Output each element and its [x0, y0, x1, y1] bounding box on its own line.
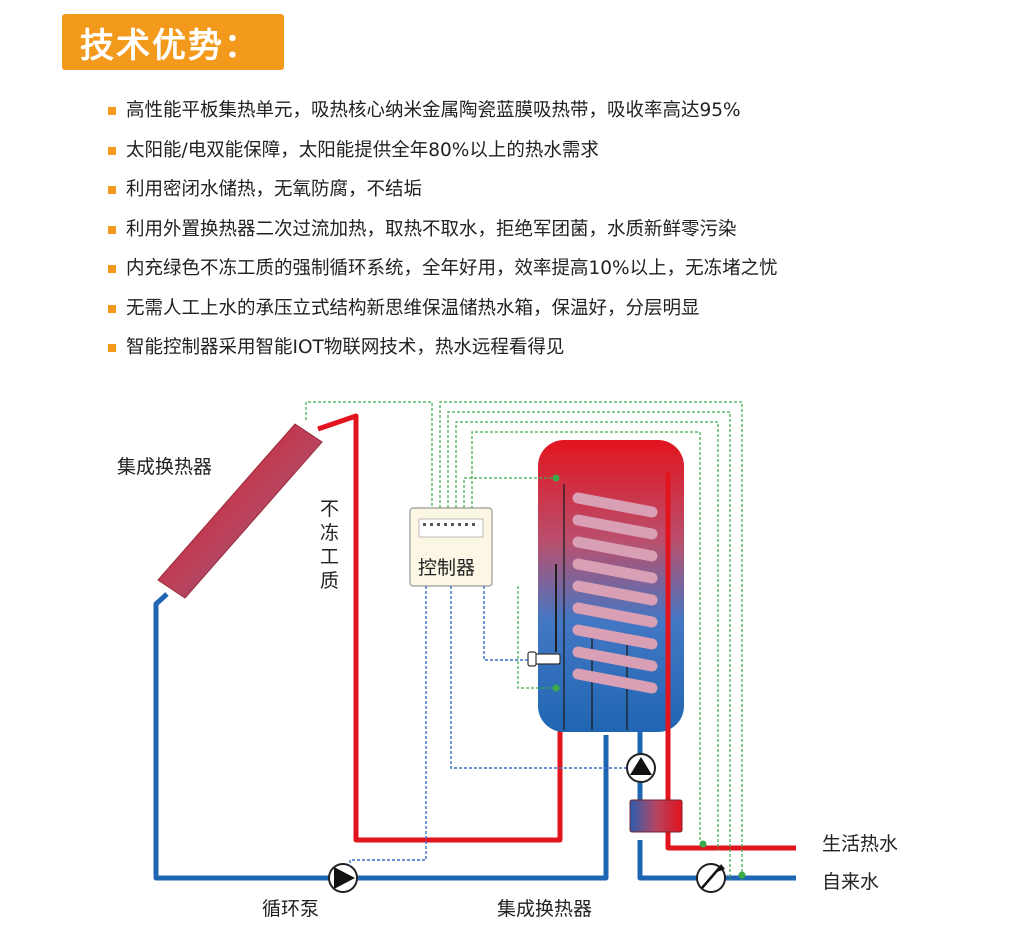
feature-text: 智能控制器采用智能IOT物联网技术，热水远程看得见	[126, 337, 565, 358]
feature-text: 无需人工上水的承压立式结构新思维保温储热水箱，保温好，分层明显	[126, 297, 700, 319]
fluid-label-char: 质	[320, 570, 339, 592]
solar-collector-panel	[157, 423, 323, 599]
feature-item: 利用外置换热器二次过流加热，取热不取水，拒绝军团菌，水质新鲜零污染	[108, 217, 778, 257]
feature-text: 利用外置换热器二次过流加热，取热不取水，拒绝军团菌，水质新鲜零污染	[126, 218, 737, 240]
bullet-square-icon	[108, 225, 116, 234]
section-title-badge: 技术优势：	[62, 14, 284, 70]
feature-item: 内充绿色不冻工质的强制循环系统，全年好用，效率提高10%以上，无冻堵之忧	[108, 256, 778, 296]
storage-tank	[538, 440, 684, 732]
feature-item: 利用密闭水储热，无氧防腐，不结垢	[108, 177, 778, 217]
bullet-square-icon	[108, 304, 116, 313]
feature-text: 高性能平板集热单元，吸热核心纳米金属陶瓷蓝膜吸热带，吸收率高达95%	[126, 100, 741, 121]
bullet-square-icon	[108, 107, 116, 115]
circulation-pump-icon	[328, 863, 358, 893]
heat-exchanger-coil	[563, 484, 658, 730]
sensor-signal-lines	[305, 401, 743, 880]
feature-item: 无需人工上水的承压立式结构新思维保温储热水箱，保温好，分层明显	[108, 296, 778, 336]
feature-text: 内充绿色不冻工质的强制循环系统，全年好用，效率提高10%以上，无冻堵之忧	[126, 258, 778, 279]
section-title: 技术优势：	[80, 25, 260, 66]
exchanger-label: 集成换热器	[497, 898, 592, 920]
hot-water-label: 生活热水	[822, 833, 898, 855]
controller-box	[409, 507, 493, 587]
bullet-square-icon	[108, 344, 116, 352]
bullet-square-icon	[108, 186, 116, 194]
fluid-label-char: 冻	[320, 522, 339, 544]
hot-supply-pipe	[317, 413, 563, 843]
controller-label: 控制器	[418, 557, 475, 579]
external-heat-exchanger	[629, 799, 683, 833]
tank-pump-icon	[626, 753, 656, 783]
feature-text: 利用密闭水储热，无氧防腐，不结垢	[126, 179, 423, 200]
fluid-label-char: 工	[320, 546, 339, 568]
domestic-hot-water-pipe	[665, 472, 796, 851]
feature-item: 高性能平板集热单元，吸热核心纳米金属陶瓷蓝膜吸热带，吸收率高达95%	[108, 98, 778, 138]
fluid-label-char: 不	[320, 498, 339, 520]
collector-label: 集成换热器	[117, 456, 212, 478]
feature-list: 高性能平板集热单元，吸热核心纳米金属陶瓷蓝膜吸热带，吸收率高达95% 太阳能/电…	[108, 98, 778, 375]
bullet-square-icon	[108, 265, 116, 273]
sensor-dots	[552, 474, 746, 879]
pump-label: 循环泵	[262, 898, 319, 920]
feature-text: 太阳能/电双能保障，太阳能提供全年80%以上的热水需求	[126, 139, 599, 161]
control-signal-lines	[349, 586, 626, 866]
tap-water-label: 自来水	[822, 871, 879, 893]
electric-heater-icon	[527, 564, 561, 667]
feature-item: 太阳能/电双能保障，太阳能提供全年80%以上的热水需求	[108, 138, 778, 178]
valve-gauge-icon	[696, 863, 726, 893]
feature-item: 智能控制器采用智能IOT物联网技术，热水远程看得见	[108, 335, 778, 375]
system-diagram: 集成换热器 不 冻 工 质 控制器 循环泵 集成换热器 生活热水 自来水	[117, 401, 898, 920]
cold-return-pipe	[153, 592, 609, 881]
bullet-square-icon	[108, 146, 116, 155]
